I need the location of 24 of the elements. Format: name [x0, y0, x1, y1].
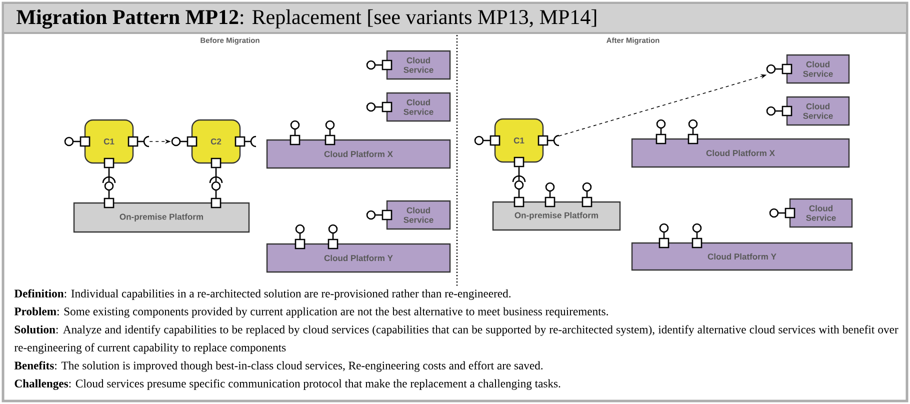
description-text: Challenges: Cloud services presume specific communication protocol that make the replacement a challenging tasks. [14, 379, 560, 390]
service-box: Cloud Service [386, 200, 451, 230]
platform-box: On-premise Platform [492, 201, 621, 231]
description-text: Benefits: The solution is improved though best-in-class cloud services, Re-engineering costs and effort are saved. [14, 361, 543, 372]
component-box: C1 [84, 119, 134, 164]
description-text: Solution: Analyze and identify capabilities to be replaced by cloud services (capabilities that can be supported by re-architected system), identify alternative cloud services with benefit over re-engineering of current capability to replace components [14, 325, 898, 354]
platform-box: Cloud Platform Y [266, 243, 451, 273]
title-bar: Migration Pattern MP12: Replacement [see variants MP13, MP14] [3, 4, 907, 34]
platform-box: Cloud Platform X [266, 139, 451, 169]
platform-box: On-premise Platform [73, 202, 250, 233]
service-box: Cloud Service [789, 198, 853, 228]
component-box: C1 [494, 118, 544, 163]
service-box: Cloud Service [386, 92, 451, 122]
platform-box: Cloud Platform Y [631, 242, 853, 271]
component-box: C2 [191, 119, 241, 164]
service-box: Cloud Service [386, 50, 451, 80]
connector-line [215, 168, 217, 182]
connector-line [108, 168, 110, 182]
service-box: Cloud Service [786, 96, 850, 126]
description-text: Definition: Individual capabilities in a re-architected solution are re-provisioned rather than re-engineered. [14, 289, 510, 300]
description-text: Problem: Some existing components provided by current application are not the best alternative to meet business requirements. [14, 307, 608, 318]
platform-box: Cloud Platform X [631, 138, 850, 168]
connector-line [518, 167, 520, 180]
service-box: Cloud Service [786, 54, 850, 84]
